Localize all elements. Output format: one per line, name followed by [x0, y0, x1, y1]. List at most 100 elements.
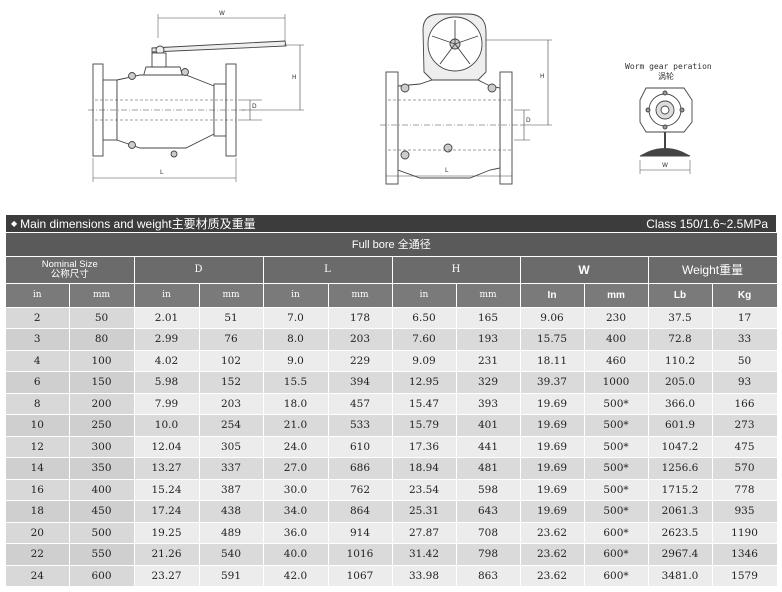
- table-cell: 203: [199, 393, 264, 415]
- table-cell: 393: [456, 393, 521, 415]
- table-cell: 1346: [712, 543, 778, 566]
- table-cell: 500: [69, 522, 135, 544]
- table-cell: 23.62: [520, 522, 585, 544]
- gear-valve-drawing: [380, 13, 552, 185]
- table-cell: 80: [69, 328, 135, 351]
- table-cell: 350: [69, 457, 135, 480]
- table-cell: 2.99: [134, 328, 200, 351]
- table-cell: 15.5: [263, 371, 329, 394]
- technical-drawings: W H D L H D L Worm gear peration 涡轮 W: [0, 0, 782, 210]
- table-cell: 19.25: [134, 522, 200, 544]
- table-cell: 150: [69, 371, 135, 394]
- table-cell: 610: [328, 436, 393, 458]
- table-cell: 23.62: [520, 565, 585, 587]
- table-cell: 15.75: [520, 328, 585, 351]
- table-cell: 12: [6, 436, 70, 458]
- table-cell: 40.0: [263, 543, 329, 566]
- table-cell: 400: [584, 328, 649, 351]
- table-cell: 2623.5: [648, 522, 713, 544]
- table-cell: 533: [328, 414, 393, 437]
- table-cell: 39.37: [520, 371, 585, 394]
- table-cell: 231: [456, 350, 521, 372]
- worm-gear-detail-drawing: [639, 87, 693, 174]
- table-cell: 36.0: [263, 522, 329, 544]
- valve-drawings-svg: [88, 13, 693, 185]
- table-cell: 400: [69, 479, 135, 501]
- table-cell: 102: [199, 350, 264, 372]
- table-cell: 19.69: [520, 393, 585, 415]
- table-cell: 203: [328, 328, 393, 351]
- worm-gear-caption-cn: 涡轮: [658, 72, 674, 81]
- table-cell: 229: [328, 350, 393, 372]
- table-cell: 30.0: [263, 479, 329, 501]
- table-cell: 300: [69, 436, 135, 458]
- table-cell: 600*: [584, 565, 649, 587]
- unit-header: in: [134, 283, 200, 308]
- unit-header: mm: [328, 283, 393, 308]
- unit-header: In: [520, 283, 585, 308]
- dim-d-label: D: [252, 103, 257, 110]
- gear-dim-h-label: H: [540, 73, 545, 80]
- table-cell: 230: [584, 307, 649, 329]
- table-cell: 2967.4: [648, 543, 713, 566]
- table-cell: 21.26: [134, 543, 200, 566]
- table-cell: 500*: [584, 414, 649, 437]
- table-cell: 762: [328, 479, 393, 501]
- table-cell: 1256.6: [648, 457, 713, 480]
- table-cell: 76: [199, 328, 264, 351]
- table-cell: 37.5: [648, 307, 713, 329]
- table-cell: 550: [69, 543, 135, 566]
- table-cell: 450: [69, 500, 135, 523]
- dim-l-label: L: [160, 169, 164, 176]
- table-cell: 366.0: [648, 393, 713, 415]
- dim-h-label: H: [292, 74, 297, 81]
- table-cell: 1190: [712, 522, 778, 544]
- table-cell: 18.0: [263, 393, 329, 415]
- unit-header: Kg: [712, 283, 778, 308]
- table-cell: 7.99: [134, 393, 200, 415]
- unit-header: in: [392, 283, 457, 308]
- table-cell: 14: [6, 457, 70, 480]
- table-cell: 165: [456, 307, 521, 329]
- gear-dim-d-label: D: [526, 117, 531, 124]
- table-cell: 6.50: [392, 307, 457, 329]
- table-cell: 2.01: [134, 307, 200, 329]
- table-cell: 387: [199, 479, 264, 501]
- table-cell: 25.31: [392, 500, 457, 523]
- table-cell: 9.09: [392, 350, 457, 372]
- table-cell: 166: [712, 393, 778, 415]
- table-cell: 441: [456, 436, 521, 458]
- table-cell: 178: [328, 307, 393, 329]
- table-cell: 110.2: [648, 350, 713, 372]
- table-cell: 152: [199, 371, 264, 394]
- table-cell: 329: [456, 371, 521, 394]
- table-cell: 254: [199, 414, 264, 437]
- table-cell: 13.27: [134, 457, 200, 480]
- table-cell: 500*: [584, 500, 649, 523]
- table-cell: 935: [712, 500, 778, 523]
- weight-header: Weight重量: [648, 256, 778, 284]
- table-cell: 540: [199, 543, 264, 566]
- table-cell: 42.0: [263, 565, 329, 587]
- table-cell: 23.62: [520, 543, 585, 566]
- table-cell: 193: [456, 328, 521, 351]
- table-cell: 24: [6, 565, 70, 587]
- table-cell: 15.79: [392, 414, 457, 437]
- table-cell: 2: [6, 307, 70, 329]
- table-cell: 10.0: [134, 414, 200, 437]
- table-cell: 273: [712, 414, 778, 437]
- table-cell: 51: [199, 307, 264, 329]
- table-cell: 570: [712, 457, 778, 480]
- table-cell: 489: [199, 522, 264, 544]
- table-cell: 708: [456, 522, 521, 544]
- table-cell: 2061.3: [648, 500, 713, 523]
- table-cell: 798: [456, 543, 521, 566]
- table-cell: 8.0: [263, 328, 329, 351]
